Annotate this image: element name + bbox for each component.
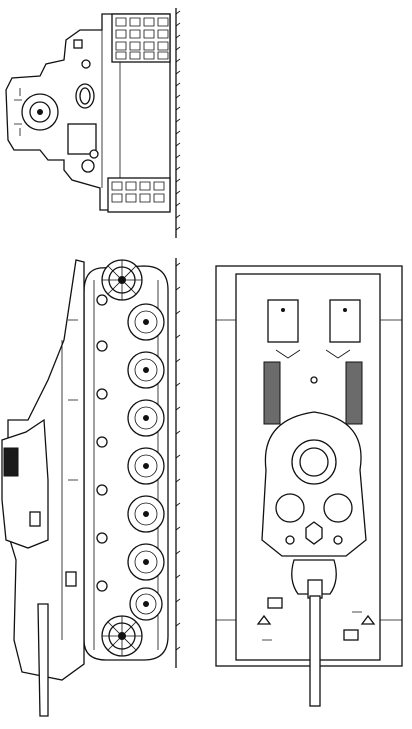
engine-hatch-right	[329, 299, 361, 343]
turret-hatch-left	[275, 493, 305, 523]
road-wheel	[127, 495, 165, 533]
road-wheel	[127, 351, 165, 389]
front-plate	[67, 123, 97, 155]
idler-wheel	[101, 615, 143, 657]
lower-track-segment	[107, 177, 171, 213]
upper-track-segment	[111, 13, 171, 63]
gun-barrel-top	[309, 595, 321, 707]
front-hull-outline	[5, 13, 171, 211]
barrel-muzzle	[37, 109, 43, 115]
side-view	[1, 258, 181, 717]
ground-ticks	[175, 10, 181, 231]
headlight-right	[360, 614, 376, 625]
road-wheel	[129, 587, 163, 621]
top-view	[215, 265, 403, 707]
side-turret	[1, 418, 49, 549]
road-wheel	[127, 303, 165, 341]
road-wheel	[127, 399, 165, 437]
headlight-left	[256, 614, 272, 625]
turret-vent	[305, 521, 323, 545]
gun-barrel-side	[37, 603, 49, 717]
turret-hatch-right	[323, 493, 353, 523]
return-rollers	[96, 294, 108, 592]
radiator-grille-left	[263, 361, 281, 425]
drive-sprocket	[101, 259, 143, 301]
road-wheel	[127, 543, 165, 581]
engine-hatch-left	[267, 299, 299, 343]
front-view	[5, 8, 181, 238]
road-wheel	[127, 447, 165, 485]
road-wheels	[127, 303, 165, 621]
radiator-grille-right	[345, 361, 363, 425]
top-mantlet	[291, 559, 337, 595]
